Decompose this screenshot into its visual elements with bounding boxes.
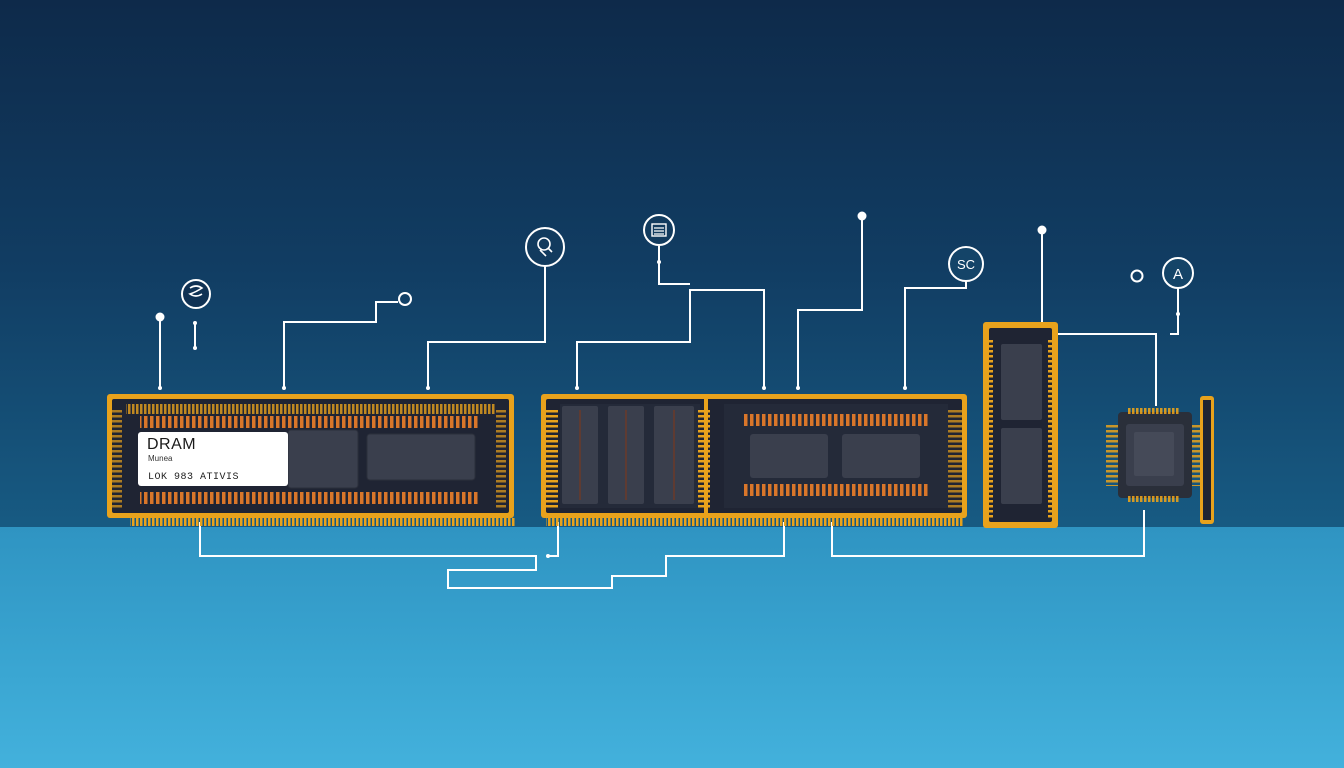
wire-4 bbox=[427, 266, 546, 388]
dram-label-title: DRAM bbox=[147, 436, 197, 453]
floor-surface bbox=[0, 527, 1344, 768]
wire-11 bbox=[1170, 288, 1179, 335]
wires bbox=[159, 218, 1179, 589]
wire-10 bbox=[1056, 333, 1157, 406]
tall-chip bbox=[983, 322, 1058, 528]
wire-7 bbox=[797, 218, 863, 388]
wire-dots bbox=[155, 211, 1180, 558]
spring-icon bbox=[181, 279, 211, 309]
sc-icon: SC bbox=[948, 246, 984, 282]
wire-12 bbox=[199, 522, 785, 589]
wire-14 bbox=[831, 510, 1145, 557]
chip bbox=[366, 433, 476, 481]
wire-8 bbox=[904, 280, 967, 388]
endpoint-ring-1 bbox=[398, 292, 412, 306]
dram-module-2 bbox=[541, 394, 967, 526]
dram-label-subtitle: Munea bbox=[148, 454, 173, 463]
svg-text:A: A bbox=[1173, 266, 1183, 283]
wire-5 bbox=[576, 289, 765, 388]
dram-label: DRAM Munea LOK 983 ATIVIS bbox=[138, 432, 288, 486]
wire-13 bbox=[548, 522, 559, 557]
wire-3 bbox=[283, 301, 398, 388]
endpoint-ring-2 bbox=[1130, 269, 1144, 283]
wire-6 bbox=[658, 246, 690, 285]
list-icon bbox=[643, 214, 675, 246]
small-cpu bbox=[1106, 396, 1214, 524]
chip bbox=[287, 429, 359, 489]
a-icon: A bbox=[1162, 257, 1194, 289]
dram-label-code: LOK 983 ATIVIS bbox=[148, 472, 240, 483]
svg-text:SC: SC bbox=[957, 257, 975, 272]
bulb-icon bbox=[525, 227, 565, 267]
